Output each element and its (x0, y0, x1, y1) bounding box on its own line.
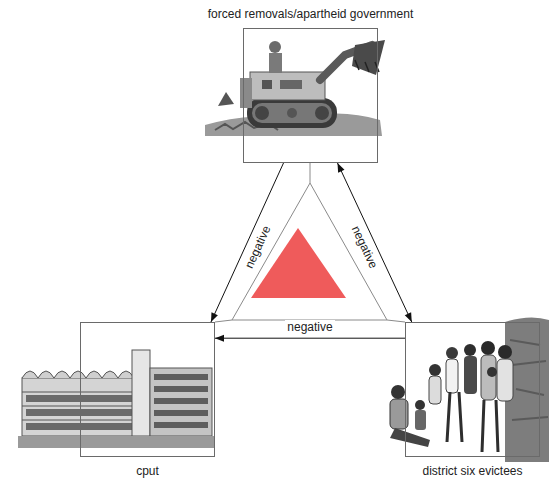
arrow-head (211, 312, 218, 322)
arrow-connector (338, 163, 412, 322)
arrow-head (405, 312, 412, 322)
arrow-connector (215, 335, 405, 342)
triangle-frame (215, 163, 405, 322)
arrow-head (338, 163, 345, 173)
picture-box: district six evictees (405, 322, 540, 457)
box-label: forced removals/apartheid government (208, 7, 413, 21)
building-picture (18, 350, 214, 448)
people-picture (390, 317, 549, 462)
box-label: district six evictees (422, 464, 522, 478)
arrow-connector (211, 163, 284, 322)
connector-line (215, 338, 405, 339)
bulldozer-picture (205, 40, 385, 136)
edge-label: negative (285, 320, 334, 334)
connector-line (211, 163, 284, 322)
picture-box: forced removals/apartheid government (243, 28, 378, 163)
connector-line (338, 163, 412, 322)
picture-box: cput (80, 322, 215, 457)
box-label: cput (136, 464, 159, 478)
arrow-head (215, 335, 224, 342)
